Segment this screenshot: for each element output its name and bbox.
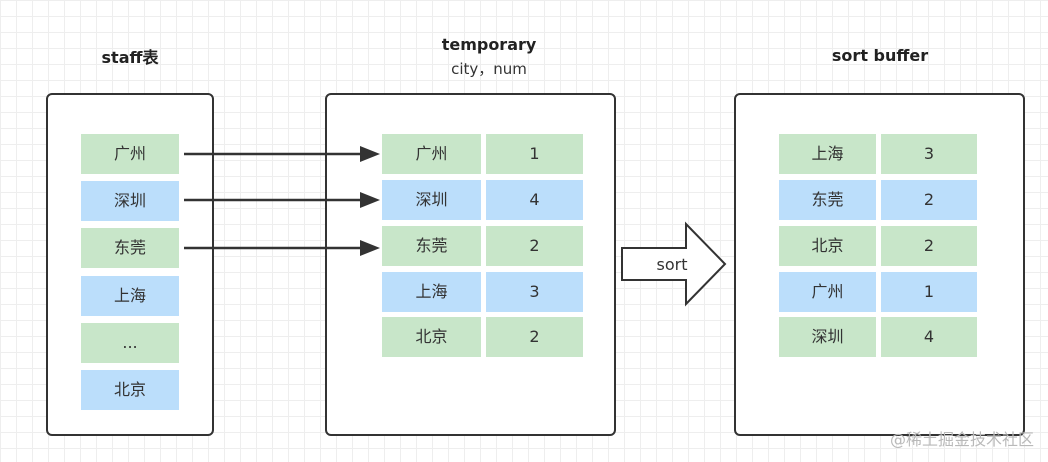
sort-buffer-num-cell: 2 bbox=[881, 180, 977, 220]
sort-buffer-city-cell: 广州 bbox=[779, 272, 876, 312]
temporary-num-cell: 1 bbox=[486, 134, 583, 174]
sort-buffer-city-cell: 北京 bbox=[779, 226, 876, 266]
temporary-num-cell: 4 bbox=[486, 180, 583, 220]
sort-buffer-title: sort buffer bbox=[831, 46, 929, 65]
staff-row: 东莞 bbox=[81, 228, 179, 268]
temporary-city-cell: 东莞 bbox=[382, 226, 481, 266]
temporary-num-cell: 2 bbox=[486, 226, 583, 266]
temporary-title: temporary bbox=[441, 35, 537, 54]
temporary-city-cell: 北京 bbox=[382, 317, 481, 357]
temporary-num-cell: 2 bbox=[486, 317, 583, 357]
watermark: @稀土掘金技术社区 bbox=[889, 430, 1034, 449]
sort-buffer-city-cell: 上海 bbox=[779, 134, 876, 174]
temporary-num-cell: 3 bbox=[486, 272, 583, 312]
temporary-city-cell: 上海 bbox=[382, 272, 481, 312]
temporary-subtitle: city，num bbox=[451, 60, 527, 78]
staff-row: 广州 bbox=[81, 134, 179, 174]
sort-buffer-num-cell: 2 bbox=[881, 226, 977, 266]
sort-buffer-city-cell: 东莞 bbox=[779, 180, 876, 220]
sort-arrow-label: sort bbox=[657, 255, 688, 274]
temporary-city-cell: 深圳 bbox=[382, 180, 481, 220]
staff-row: ... bbox=[81, 323, 179, 363]
sort-buffer-num-cell: 4 bbox=[881, 317, 977, 357]
staff-row: 上海 bbox=[81, 276, 179, 316]
sort-buffer-city-cell: 深圳 bbox=[779, 317, 876, 357]
temporary-city-cell: 广州 bbox=[382, 134, 481, 174]
sort-arrow: sort bbox=[621, 221, 727, 307]
sort-buffer-box bbox=[734, 93, 1025, 436]
staff-row: 北京 bbox=[81, 370, 179, 410]
staff-title: staff表 bbox=[101, 48, 159, 67]
staff-row: 深圳 bbox=[81, 181, 179, 221]
sort-buffer-num-cell: 3 bbox=[881, 134, 977, 174]
sort-buffer-num-cell: 1 bbox=[881, 272, 977, 312]
